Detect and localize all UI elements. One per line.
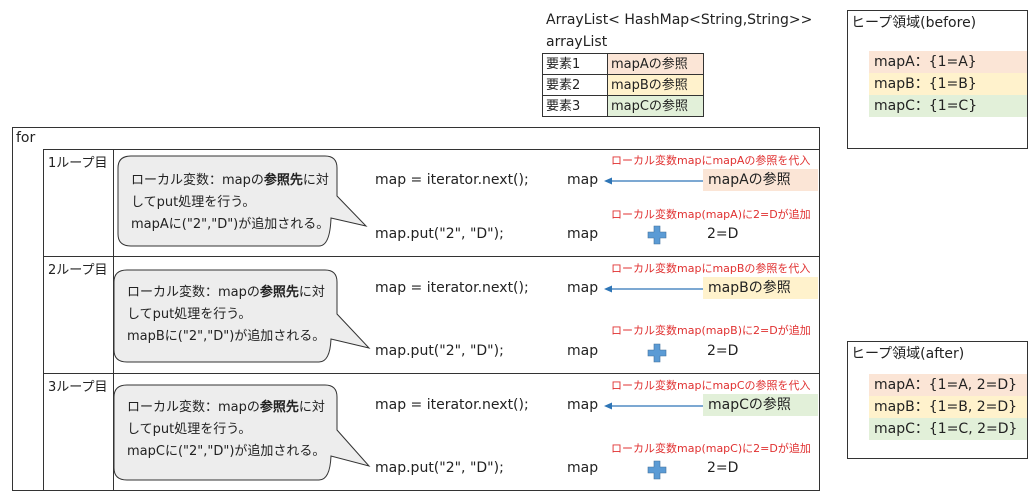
bubble-3-line3: mapCに("2","D")が追加される。: [127, 444, 326, 459]
heap-after-title: ヒープ領域(after): [851, 346, 965, 362]
bubble-1-bold: 参照先: [263, 173, 303, 188]
heap-before-entry-c: mapC：{1=C}: [869, 95, 1027, 117]
loop-1-code-next: map = iterator.next();: [375, 172, 529, 188]
speech-bubble-1: [117, 155, 368, 247]
loop-1-code-put: map.put("2", "D");: [375, 226, 504, 242]
loop-1-ref: mapAの参照: [703, 169, 818, 191]
loop-1-note-put: ローカル変数map(mapA)に2=Dが追加: [611, 208, 811, 221]
heap-before-title: ヒープ領域(before): [851, 15, 977, 31]
loop-3-code-next: map = iterator.next();: [375, 397, 529, 413]
bubble-2-line3: mapBに("2","D")が追加される。: [127, 329, 326, 344]
bubble-3-post: に対: [298, 400, 325, 415]
bubble-1-line3: mapAに("2","D")が追加される。: [131, 217, 330, 232]
bubble-3-text: ローカル変数：mapの参照先に対 してput処理を行う。 mapCに("2","…: [127, 397, 325, 463]
bubble-2-pre: ローカル変数：mapの: [127, 285, 260, 300]
loop-3-ref: mapCの参照: [703, 394, 818, 416]
heap-after-entry-b: mapB：{1=B, 2=D}: [869, 396, 1027, 418]
loop-2-var-map: map: [567, 280, 599, 296]
bubble-3-bold: 参照先: [259, 400, 299, 415]
bubble-2-post: に対: [298, 285, 325, 300]
loop-3-var-map2: map: [567, 460, 599, 476]
arraylist-table: 要素1 mapAの参照 要素2 mapBの参照 要素3 mapCの参照: [542, 53, 704, 117]
loop-1-note-assign: ローカル変数mapにmapAの参照を代入: [611, 154, 811, 167]
bubble-2-bold: 参照先: [259, 285, 299, 300]
bubble-3-line2: してput処理を行う。: [127, 422, 252, 437]
bubble-2-text: ローカル変数：mapの参照先に対 してput処理を行う。 mapBに("2","…: [127, 282, 325, 348]
speech-bubble-2: [113, 269, 371, 363]
loop-2-code-next: map = iterator.next();: [375, 280, 529, 296]
bubble-1-line2: してput処理を行う。: [131, 195, 256, 210]
loop-2-added: 2=D: [707, 343, 739, 359]
loop-3-var-map: map: [567, 397, 599, 413]
loop-2-label: 2ループ目: [48, 263, 108, 278]
loop-2-var-map2: map: [567, 343, 599, 359]
heap-after-entry-a: mapA：{1=A, 2=D}: [869, 374, 1027, 396]
bubble-3-pre: ローカル変数：mapの: [127, 400, 260, 415]
bubble-2-line2: してput処理を行う。: [127, 307, 252, 322]
bubble-1-post: に対: [302, 173, 329, 188]
loop-2-code-put: map.put("2", "D");: [375, 343, 504, 359]
arraylist-type-label: ArrayList< HashMap<String,String>>: [546, 12, 813, 28]
loop-1-var-map2: map: [567, 226, 599, 242]
bubble-1-pre: ローカル変数：mapの: [131, 173, 264, 188]
loop-2-ref: mapBの参照: [703, 277, 818, 299]
loop-1-label: 1ループ目: [48, 156, 108, 171]
table-row-3-value: mapCの参照: [607, 95, 704, 117]
heap-after-entry-c: mapC：{1=C, 2=D}: [869, 418, 1027, 440]
loop-2-note-put: ローカル変数map(mapB)に2=Dが追加: [611, 324, 811, 337]
heap-before-entry-b: mapB：{1=B}: [869, 73, 1027, 95]
loop-3-added: 2=D: [707, 460, 739, 476]
arraylist-var-label: arrayList: [546, 34, 608, 50]
loop-3-note-put: ローカル変数map(mapC)に2=Dが追加: [611, 442, 811, 455]
loop-2-note-assign: ローカル変数mapにmapBの参照を代入: [611, 262, 811, 275]
for-label: for: [16, 130, 36, 146]
loop-3-code-put: map.put("2", "D");: [375, 460, 504, 476]
speech-bubble-3: [113, 384, 371, 481]
loop-1-added: 2=D: [707, 226, 739, 242]
heap-before-panel: ヒープ領域(before) mapA：{1=A} mapB：{1=B} mapC…: [847, 10, 1028, 149]
heap-before-entry-a: mapA：{1=A}: [869, 51, 1027, 73]
heap-after-panel: ヒープ領域(after) mapA：{1=A, 2=D} mapB：{1=B, …: [847, 341, 1028, 459]
loop-1-var-map: map: [567, 172, 599, 188]
loop-3-label: 3ループ目: [48, 380, 108, 395]
loop-3-note-assign: ローカル変数mapにmapCの参照を代入: [611, 379, 811, 392]
bubble-1-text: ローカル変数：mapの参照先に対 してput処理を行う。 mapAに("2","…: [131, 170, 329, 236]
